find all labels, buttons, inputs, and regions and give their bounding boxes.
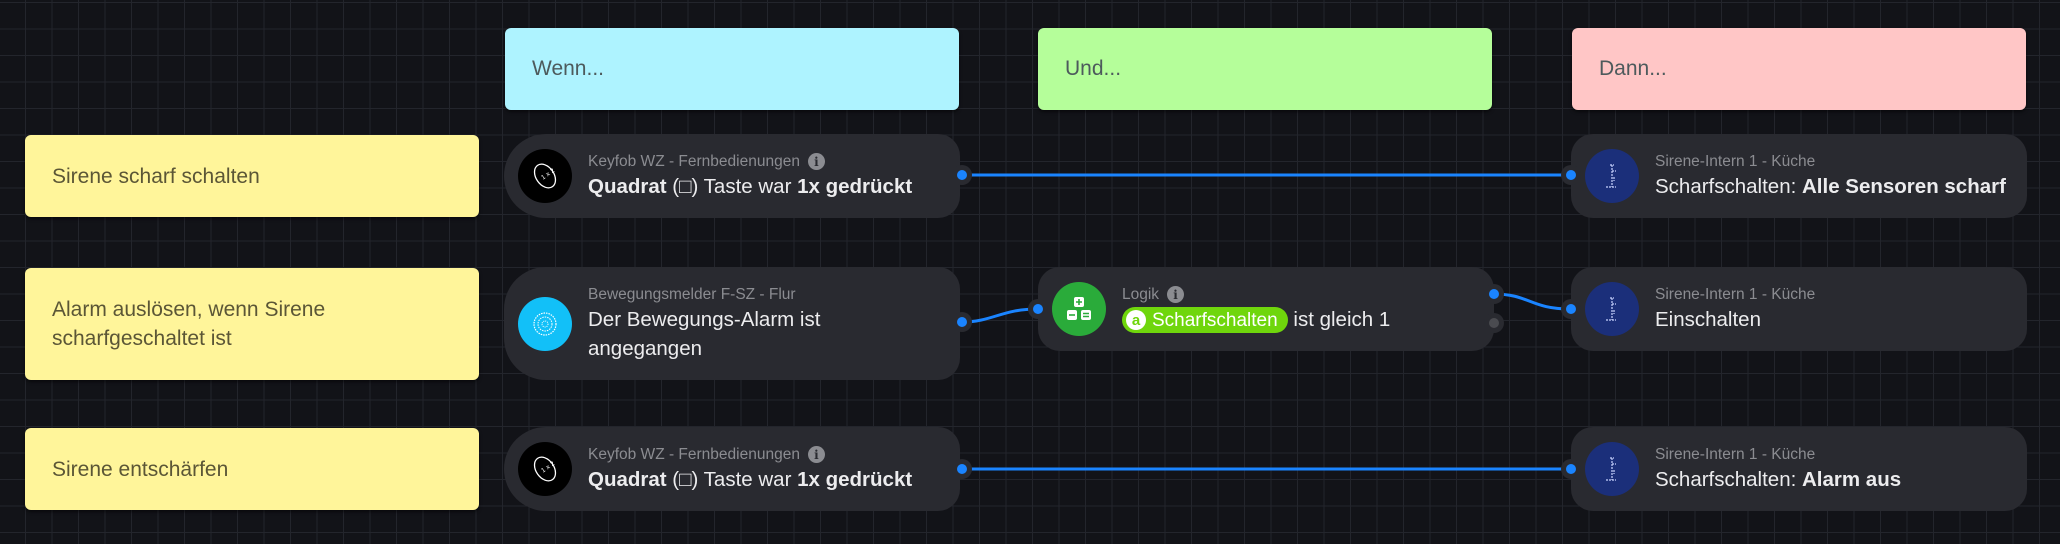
column-header-und-label: Und... [1065, 57, 1122, 80]
action-description: Scharfschalten: Alle Sensoren scharf [1655, 174, 2006, 198]
rule-label-text: Sirene scharf schalten [52, 164, 260, 188]
trigger-node-motion[interactable]: Bewegungsmelder F-SZ - Flur Der Bewegung… [504, 267, 960, 380]
trigger-description: Quadrat (□) Taste war 1x gedrückt [588, 174, 913, 198]
siren-icon [1585, 442, 1639, 496]
info-icon[interactable]: i [807, 446, 825, 463]
rule-label-text: Alarm auslösen, wenn Sirene scharfgescha… [52, 298, 326, 350]
rule-label-1[interactable]: Sirene scharf schalten [25, 135, 479, 217]
rule-label-2[interactable]: Alarm auslösen, wenn Sirene scharfgescha… [25, 268, 479, 380]
device-name: Logik [1122, 285, 1160, 303]
output-port[interactable] [952, 312, 972, 332]
siren-icon [1585, 149, 1639, 203]
trigger-node-keyfob-2[interactable]: 1 x 2 Keyfob WZ - Fernbedienungen i Quadr… [504, 427, 960, 511]
output-port-false[interactable] [1484, 313, 1504, 333]
svg-text:1 x 2: 1 x 2 [540, 167, 556, 181]
condition-operator: ist gleich 1 [1293, 307, 1391, 331]
wire-row2-condition-to-action [1492, 292, 1571, 311]
wire-row2-trigger-to-condition [961, 307, 1038, 324]
variable-icon: a [1126, 310, 1146, 331]
column-header-dann-label: Dann... [1599, 57, 1667, 80]
output-port-true[interactable] [1484, 284, 1504, 304]
trigger-description: Quadrat (□) Taste war 1x gedrückt [588, 467, 913, 491]
device-name: Sirene-Intern 1 - Küche [1655, 152, 1816, 170]
action-description: Scharfschalten: Alarm aus [1655, 467, 1902, 491]
trigger-node-keyfob-1[interactable]: 1 x 2 Keyfob WZ - Fernbedienungen i Quadr… [504, 134, 960, 218]
column-header-wenn: Wenn... [505, 28, 959, 110]
action-node-siren-1[interactable]: Sirene-Intern 1 - Küche Scharfschalten: … [1571, 134, 2027, 218]
output-port[interactable] [952, 165, 972, 185]
column-header-wenn-label: Wenn... [532, 57, 604, 80]
svg-text:1 x 2: 1 x 2 [540, 460, 556, 474]
input-port[interactable] [1561, 299, 1581, 319]
action-description: Einschalten [1655, 307, 1761, 331]
rule-label-3[interactable]: Sirene entschärfen [25, 428, 479, 510]
input-port[interactable] [1561, 459, 1581, 479]
variable-chip[interactable]: a Scharfschalten [1122, 307, 1288, 334]
keyfob-icon: 1 x 2 [518, 442, 572, 496]
trigger-description: Der Bewegungs-Alarm ist angegangen [588, 307, 821, 360]
output-port[interactable] [952, 459, 972, 479]
action-node-siren-3[interactable]: Sirene-Intern 1 - Küche Scharfschalten: … [1571, 427, 2027, 511]
condition-description: a Scharfschalten ist gleich 1 [1122, 305, 1390, 334]
input-port[interactable] [1028, 299, 1048, 319]
device-name: Bewegungsmelder F-SZ - Flur [588, 285, 796, 303]
siren-icon [1585, 282, 1639, 336]
device-name: Sirene-Intern 1 - Küche [1655, 445, 1816, 463]
motion-sensor-icon [518, 296, 572, 351]
device-name: Sirene-Intern 1 - Küche [1655, 285, 1816, 303]
column-header-und: Und... [1038, 28, 1492, 110]
logic-icon [1052, 282, 1106, 336]
rule-label-text: Sirene entschärfen [52, 457, 229, 481]
info-icon[interactable]: i [807, 153, 825, 170]
action-node-siren-2[interactable]: Sirene-Intern 1 - Küche Einschalten [1571, 267, 2027, 351]
column-header-dann: Dann... [1572, 28, 2026, 110]
variable-name: Scharfschalten [1152, 309, 1278, 331]
device-name: Keyfob WZ - Fernbedienungen [588, 152, 800, 170]
info-icon[interactable]: i [1167, 286, 1185, 303]
input-port[interactable] [1561, 165, 1581, 185]
device-name: Keyfob WZ - Fernbedienungen [588, 445, 800, 463]
keyfob-icon: 1 x 2 [518, 149, 572, 203]
